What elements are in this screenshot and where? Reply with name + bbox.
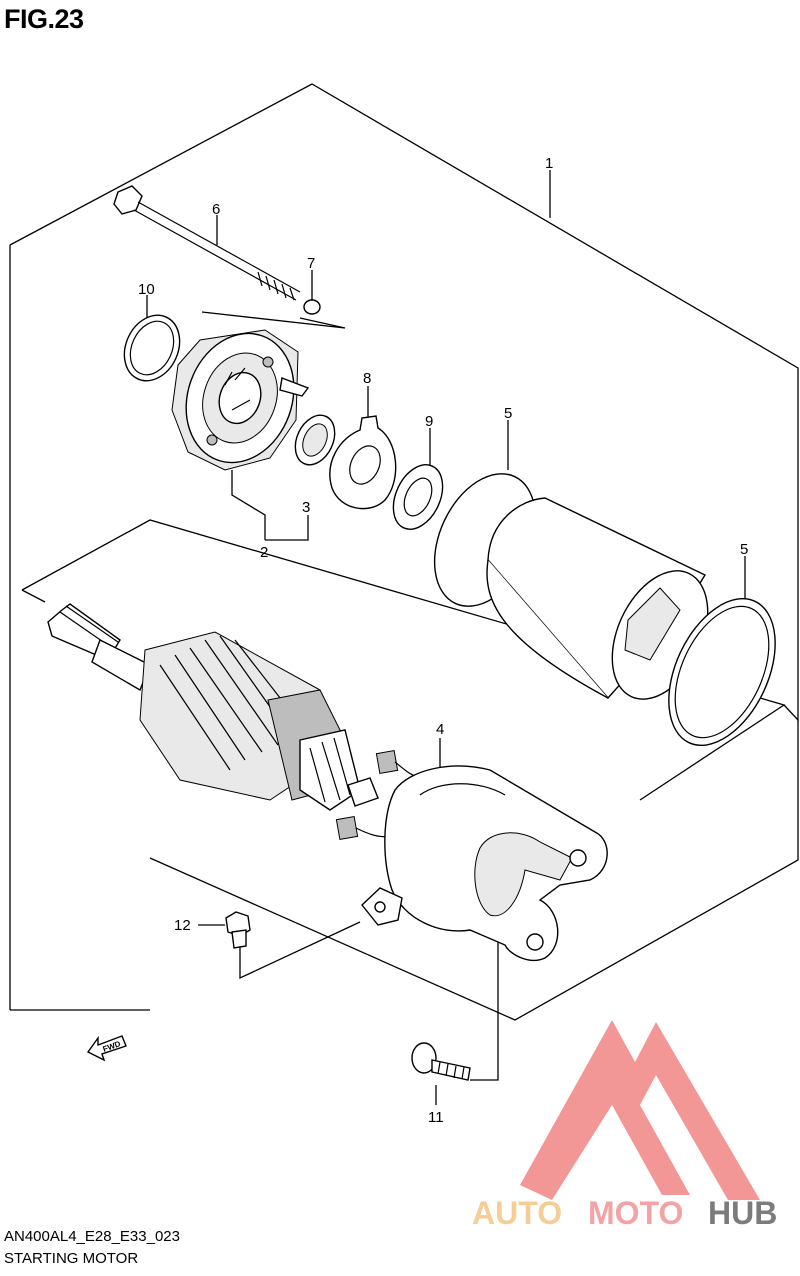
watermark-triangle-icon bbox=[520, 1020, 760, 1200]
flange-bolt bbox=[411, 1042, 471, 1081]
callout-3: 3 bbox=[302, 499, 310, 516]
brush-lower bbox=[335, 816, 391, 840]
watermark-auto: AUTO bbox=[472, 1195, 562, 1231]
diagram-code: AN400AL4_E28_E33_023 bbox=[4, 1228, 180, 1245]
callout-12: 12 bbox=[174, 917, 191, 934]
through-bolt bbox=[113, 185, 301, 301]
callout-5-rear: 5 bbox=[740, 541, 748, 558]
washer bbox=[392, 464, 444, 530]
callout-4: 4 bbox=[436, 721, 444, 738]
watermark-moto: MOTO bbox=[588, 1195, 683, 1231]
armature bbox=[47, 603, 379, 811]
callout-7: 7 bbox=[307, 255, 315, 272]
callout-2: 2 bbox=[260, 544, 268, 561]
lock-plate bbox=[329, 415, 397, 510]
armature-frame bbox=[21, 519, 786, 801]
o-ring-yoke-rear bbox=[668, 597, 776, 747]
callout-11: 11 bbox=[428, 1109, 444, 1126]
fwd-label: FWD bbox=[102, 1039, 122, 1054]
callout-6: 6 bbox=[212, 201, 220, 218]
small-washer bbox=[303, 299, 321, 315]
assembly-frame-bottom bbox=[10, 720, 799, 1021]
rear-housing bbox=[361, 765, 608, 962]
o-ring-large bbox=[123, 314, 181, 382]
callout-8: 8 bbox=[363, 370, 371, 387]
callout-10: 10 bbox=[138, 281, 155, 298]
brush-upper bbox=[375, 750, 421, 779]
front-housing bbox=[171, 329, 310, 471]
callout-1: 1 bbox=[545, 155, 553, 172]
forward-arrow-icon: FWD bbox=[86, 1035, 127, 1062]
callout-9: 9 bbox=[425, 413, 433, 430]
callout-leaders bbox=[146, 170, 746, 1105]
assembly-frame-outer bbox=[9, 83, 799, 1010]
watermark-hub: HUB bbox=[708, 1195, 777, 1231]
diagram-caption: STARTING MOTOR bbox=[4, 1250, 139, 1267]
figure-label: FIG.23 bbox=[4, 4, 84, 34]
watermark-logo: AUTO MOTO HUB bbox=[472, 1020, 777, 1231]
oil-seal bbox=[294, 414, 336, 466]
callout-5-front: 5 bbox=[504, 405, 512, 422]
small-bolt bbox=[225, 911, 251, 949]
